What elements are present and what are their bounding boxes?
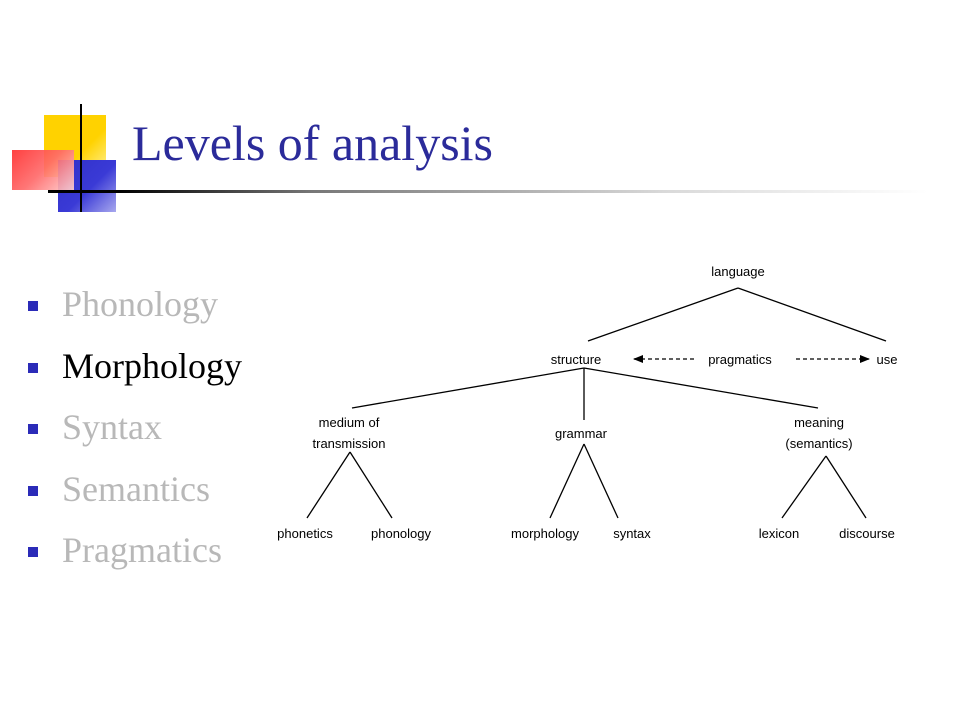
decor-red-square bbox=[12, 150, 74, 190]
node-syntax: syntax bbox=[613, 526, 651, 541]
node-pragmatics: pragmatics bbox=[708, 352, 772, 367]
edge-grammar-syntax bbox=[583, 443, 619, 519]
decor-vertical-rule bbox=[80, 104, 82, 212]
node-lexicon: lexicon bbox=[759, 526, 799, 541]
edge-medium-phonology bbox=[349, 451, 393, 519]
bullet-item-syntax: Syntax bbox=[28, 407, 242, 469]
square-bullet-icon bbox=[28, 301, 38, 311]
bullet-item-pragmatics: Pragmatics bbox=[28, 530, 242, 592]
node-phonology: phonology bbox=[371, 526, 431, 541]
bullet-item-morphology: Morphology bbox=[28, 346, 242, 408]
square-bullet-icon bbox=[28, 424, 38, 434]
edge-meaning-discourse bbox=[825, 455, 867, 519]
node-grammar: grammar bbox=[555, 426, 608, 441]
square-bullet-icon bbox=[28, 485, 38, 496]
edge-language-use bbox=[737, 287, 887, 342]
edge-language-structure bbox=[587, 287, 739, 342]
node-phonetics: phonetics bbox=[277, 526, 333, 541]
bullet-list: Phonology Morphology Syntax Semantics Pr… bbox=[28, 284, 242, 592]
edge-medium-phonetics bbox=[306, 451, 351, 519]
slide-title: Levels of analysis bbox=[132, 115, 494, 171]
bullet-label: Morphology bbox=[62, 345, 242, 386]
edge-structure-meaning bbox=[583, 367, 819, 409]
node-morphology: morphology bbox=[511, 526, 579, 541]
node-meaning-line2: (semantics) bbox=[785, 436, 852, 451]
title-underline bbox=[48, 190, 928, 193]
edge-grammar-morphology bbox=[549, 443, 585, 519]
bullet-label: Semantics bbox=[62, 468, 210, 509]
edge-structure-medium bbox=[351, 367, 585, 409]
bullet-label: Syntax bbox=[62, 407, 163, 447]
edge-meaning-lexicon bbox=[781, 455, 827, 519]
node-structure: structure bbox=[551, 352, 602, 367]
square-bullet-icon bbox=[28, 547, 38, 557]
node-meaning-line1: meaning bbox=[794, 415, 844, 430]
node-discourse: discourse bbox=[839, 526, 895, 541]
bullet-item-phonology: Phonology bbox=[28, 284, 242, 346]
node-medium-line1: medium of bbox=[319, 415, 380, 430]
bullet-label: Pragmatics bbox=[62, 530, 222, 570]
bullet-label: Phonology bbox=[62, 284, 219, 324]
node-language: language bbox=[711, 264, 765, 279]
node-use: use bbox=[877, 352, 898, 367]
node-medium-line2: transmission bbox=[313, 436, 386, 451]
square-bullet-icon bbox=[28, 362, 38, 373]
bullet-item-semantics: Semantics bbox=[28, 469, 242, 531]
